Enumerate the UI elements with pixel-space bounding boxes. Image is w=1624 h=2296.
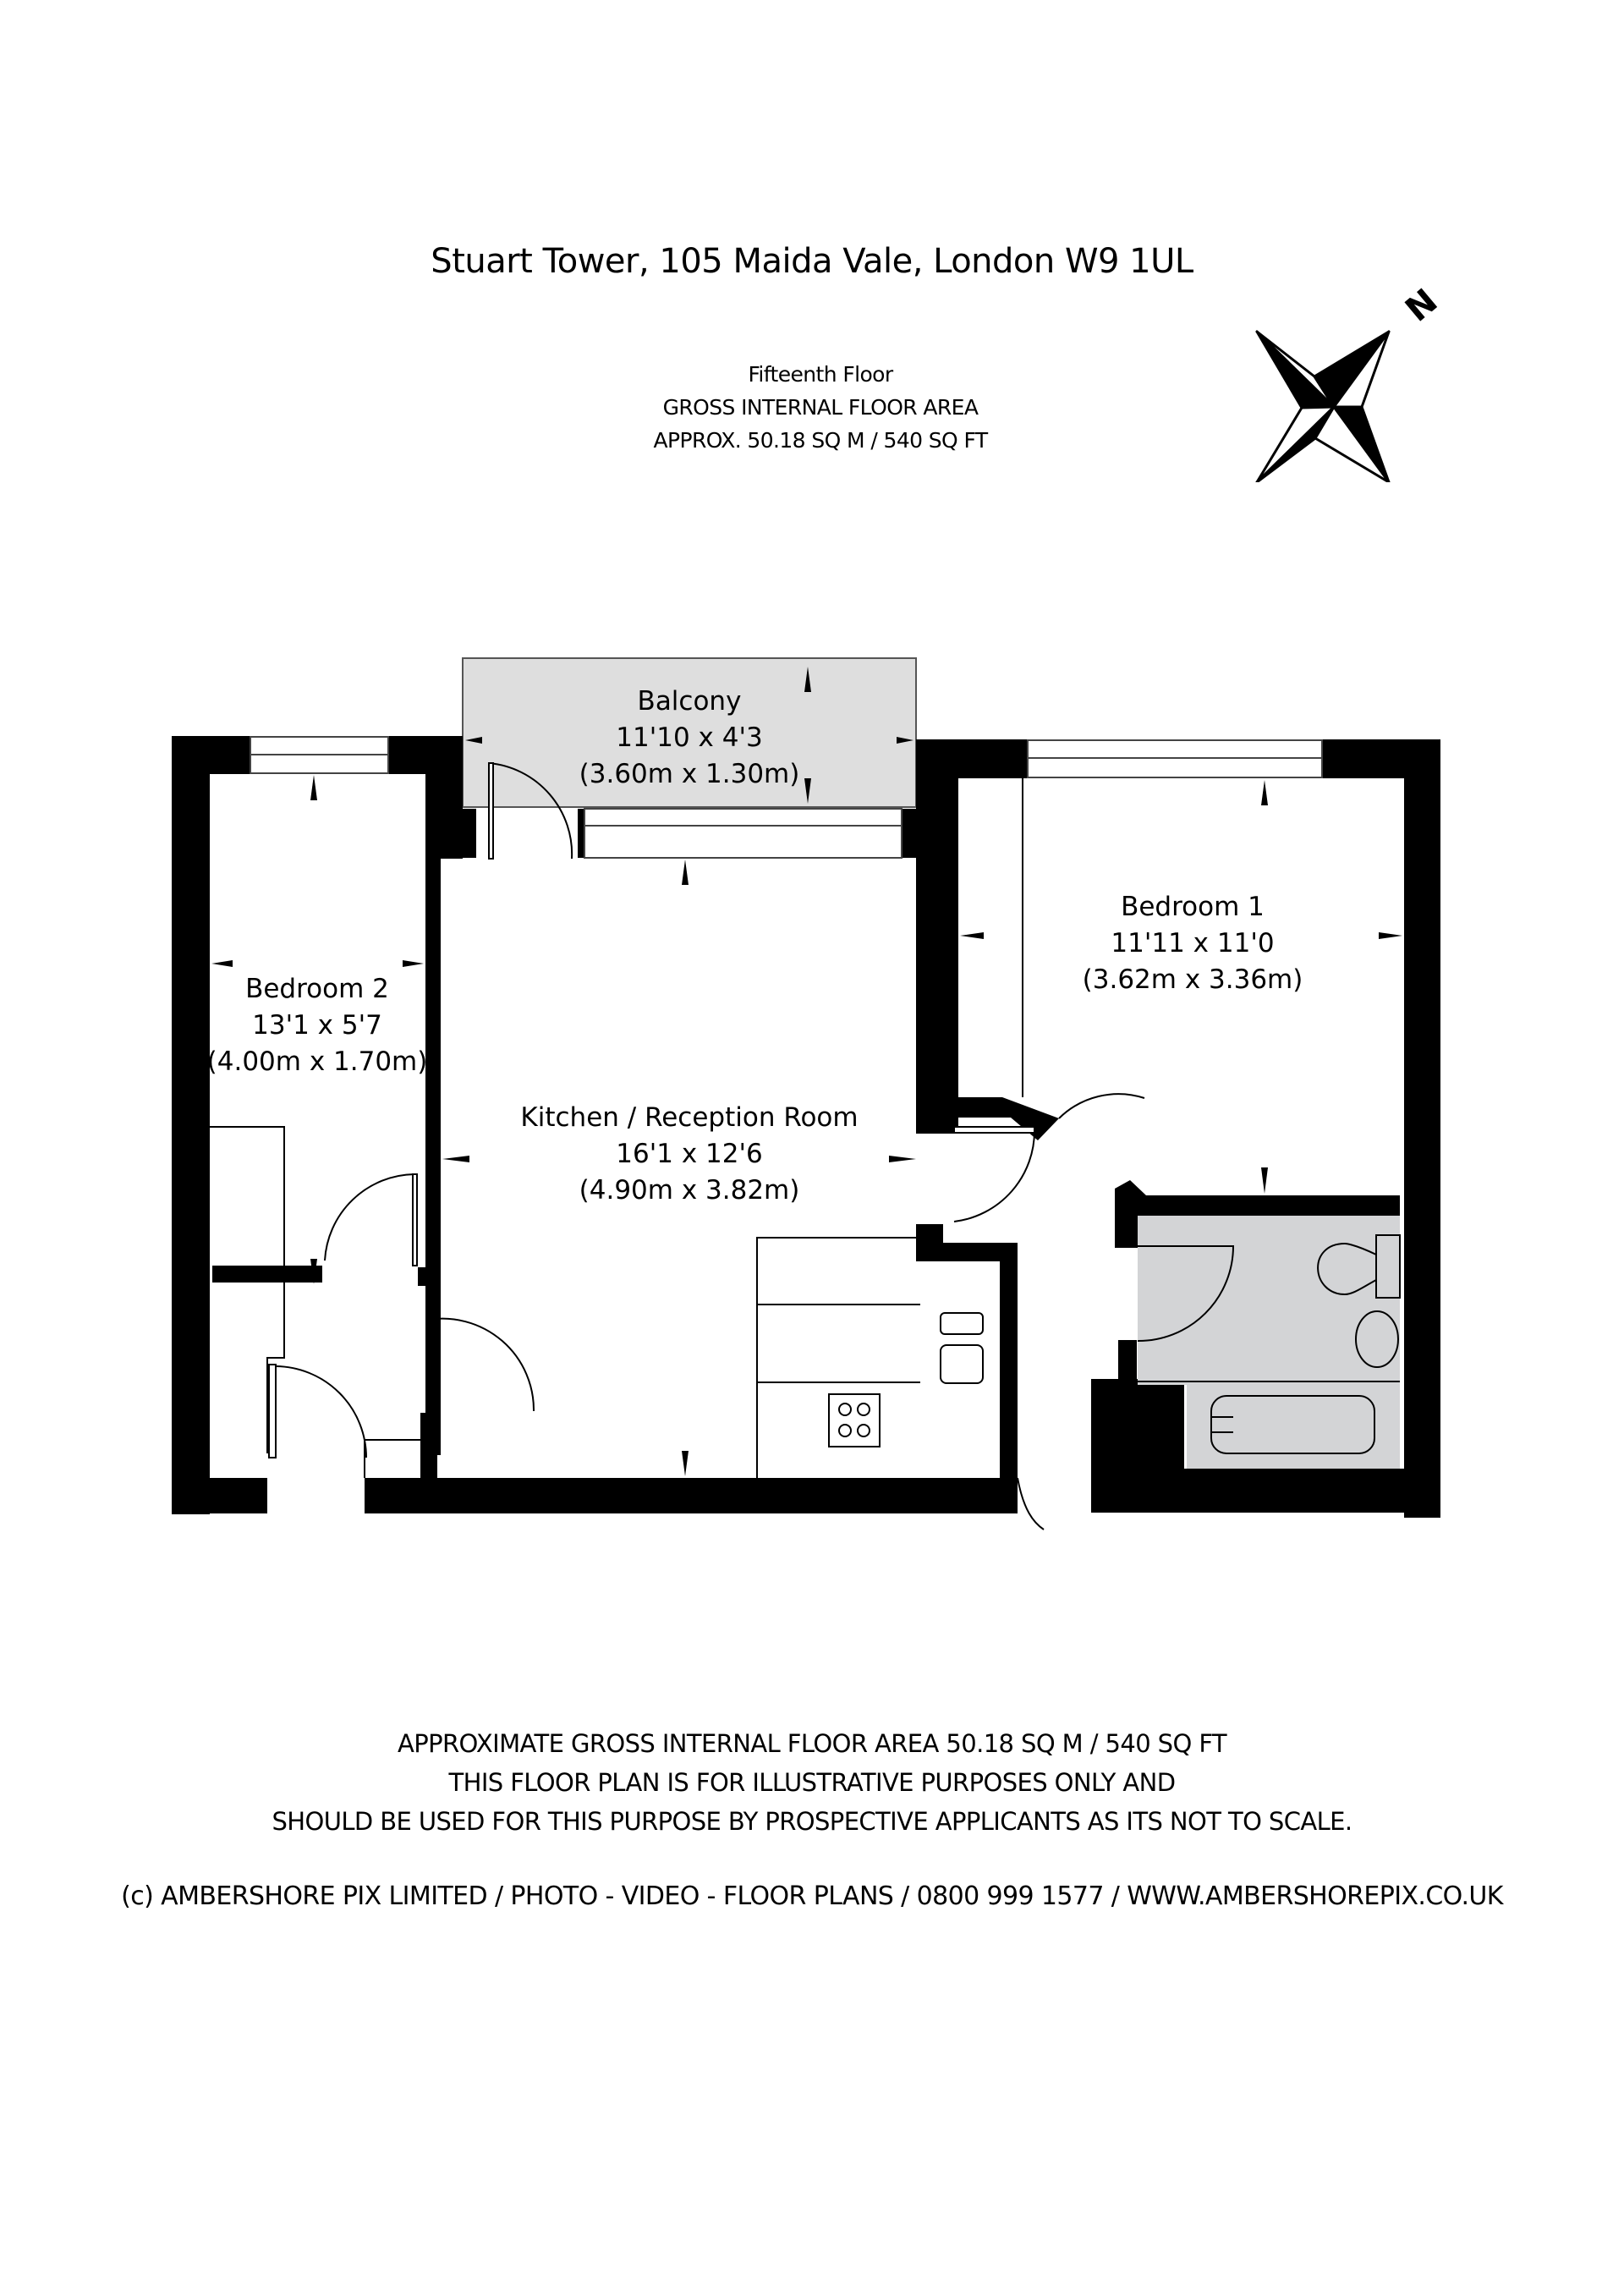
room-bedroom-2: Bedroom 2 13'1 x 5'7 (4.00m x 1.70m) <box>207 974 428 1077</box>
svg-text:16'1 x 12'6: 16'1 x 12'6 <box>616 1139 762 1169</box>
svg-text:Bedroom 1: Bedroom 1 <box>1121 892 1265 922</box>
svg-text:13'1 x 5'7: 13'1 x 5'7 <box>252 1010 382 1041</box>
footer-disclaimer-2: SHOULD BE USED FOR THIS PURPOSE BY PROSP… <box>272 1807 1352 1836</box>
room-balcony: Balcony 11'10 x 4'3 (3.60m x 1.30m) <box>579 686 800 789</box>
room-bedroom-1: Bedroom 1 11'11 x 11'0 (3.62m x 3.36m) <box>1083 892 1303 995</box>
svg-text:Kitchen / Reception Room: Kitchen / Reception Room <box>520 1102 858 1133</box>
dimension-arrows <box>211 667 1402 1476</box>
bath-area <box>1187 1381 1400 1469</box>
area-label: GROSS INTERNAL FLOOR AREA <box>662 395 979 420</box>
doors <box>268 762 1145 1530</box>
svg-text:Balcony: Balcony <box>638 686 742 717</box>
svg-text:(3.62m x 3.36m): (3.62m x 3.36m) <box>1083 964 1303 995</box>
svg-text:Bedroom 2: Bedroom 2 <box>245 974 389 1004</box>
copyright-line: (c) AMBERSHORE PIX LIMITED / PHOTO - VID… <box>121 1881 1503 1911</box>
bathroom-fixtures <box>1137 1234 1401 1454</box>
bathroom-area <box>1138 1216 1400 1385</box>
footer-disclaimer-1: THIS FLOOR PLAN IS FOR ILLUSTRATIVE PURP… <box>448 1768 1177 1797</box>
svg-text:11'11 x 11'0: 11'11 x 11'0 <box>1111 928 1274 958</box>
windows <box>250 736 1323 859</box>
svg-text:11'10 x 4'3: 11'10 x 4'3 <box>616 722 762 753</box>
area-value: APPROX. 50.18 SQ M / 540 SQ FT <box>653 428 989 453</box>
svg-text:(4.90m x 3.82m): (4.90m x 3.82m) <box>579 1175 800 1206</box>
svg-text:(4.00m x 1.70m): (4.00m x 1.70m) <box>207 1046 428 1077</box>
footer-area-note: APPROXIMATE GROSS INTERNAL FLOOR AREA 50… <box>397 1729 1227 1758</box>
property-address: Stuart Tower, 105 Maida Vale, London W9 … <box>431 242 1193 281</box>
north-arrow-compass-icon: N <box>1255 282 1445 482</box>
svg-text:(3.60m x 1.30m): (3.60m x 1.30m) <box>579 759 800 789</box>
fixtures <box>210 778 1023 1478</box>
room-kitchen-reception: Kitchen / Reception Room 16'1 x 12'6 (4.… <box>520 1102 858 1206</box>
floor-name: Fifteenth Floor <box>748 362 893 387</box>
